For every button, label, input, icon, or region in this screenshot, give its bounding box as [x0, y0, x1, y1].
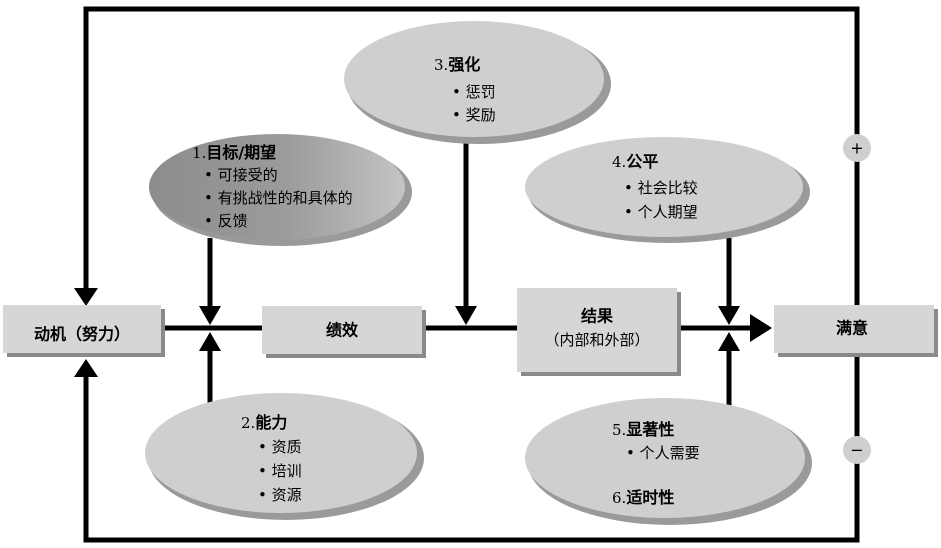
box-outcome-title: 结果: [580, 307, 613, 326]
box-performance-label: 绩效: [326, 321, 358, 340]
vertical-connectors: [199, 140, 740, 412]
flow-arrowhead-satisfaction: [750, 314, 772, 342]
box-satisfaction: 满意: [774, 305, 938, 357]
connector-equity-arrowhead: [718, 306, 740, 325]
ellipse-reinforcement-item: • 奖励: [452, 106, 496, 124]
box-performance: 绩效: [262, 306, 426, 358]
ellipse-goals-title: 1.目标/期望: [192, 143, 276, 162]
connector-ability-arrowhead: [199, 332, 221, 351]
ellipse-goals-title-text: 目标/期望: [206, 143, 276, 162]
main-flow: [165, 314, 772, 342]
ellipse-ability-title: 2.能力: [241, 413, 287, 432]
ellipse-salience-title-text: 显著性: [626, 420, 674, 439]
box-motivation: 动机（努力）: [3, 305, 165, 357]
ellipse-reinforcement-title: 3.强化: [434, 55, 480, 74]
ellipse-equity-number: 4.: [612, 153, 626, 171]
plus-sign-badge: +: [843, 134, 871, 162]
ellipse-ability-number: 2.: [241, 414, 255, 432]
ellipse-reinforcement-number: 3.: [434, 56, 448, 74]
ellipse-salience-number: 5.: [612, 421, 626, 439]
ellipse-equity-title: 4.公平: [612, 152, 658, 171]
feedback-top-arrowhead: [74, 288, 98, 306]
ellipse-equity-item: • 个人期望: [624, 203, 698, 221]
ellipse-ability-item: • 资源: [258, 486, 302, 504]
ellipse-goals-item: • 可接受的: [204, 166, 278, 184]
ellipse-goals-number: 1.: [192, 144, 206, 162]
ellipse-salience-item: • 个人需要: [626, 444, 700, 462]
ellipse-reinforcement-item: • 惩罚: [452, 83, 496, 101]
box-outcome: 结果 （内部和外部）: [517, 288, 681, 376]
connector-salience-arrowhead: [718, 332, 740, 351]
ellipse-equity-title-text: 公平: [626, 152, 658, 171]
minus-icon: −: [850, 441, 863, 460]
ellipse-goals-item: • 反馈: [204, 212, 248, 230]
box-outcome-subtitle: （内部和外部）: [544, 331, 649, 349]
ellipse-salience: 5.显著性 • 个人需要 6.适时性: [525, 398, 812, 525]
ellipse-salience-title: 5.显著性: [612, 420, 674, 439]
box-motivation-label: 动机（努力）: [34, 325, 130, 344]
box-satisfaction-label: 满意: [836, 319, 868, 338]
ellipse-ability-item: • 培训: [258, 462, 302, 480]
ellipse-ability: 2.能力 • 资质 • 培训 • 资源: [145, 393, 424, 520]
ellipse-ability-title-text: 能力: [255, 413, 287, 432]
ellipse-goals: 1.目标/期望 • 可接受的 • 有挑战性的和具体的 • 反馈: [149, 134, 412, 246]
connector-reinforcement-arrowhead: [455, 306, 477, 325]
ellipse-equity: 4.公平 • 社会比较 • 个人期望: [525, 137, 810, 243]
feedback-bottom-arrowhead: [74, 359, 98, 377]
ellipse-timeliness-title-text: 适时性: [626, 488, 674, 507]
ellipse-goals-item: • 有挑战性的和具体的: [204, 189, 353, 207]
ellipse-ability-item: • 资质: [258, 438, 302, 456]
ellipse-reinforcement-title-text: 强化: [448, 55, 480, 74]
ellipse-timeliness-title: 6.适时性: [612, 488, 674, 507]
connector-goals-arrowhead: [199, 306, 221, 325]
ellipse-reinforcement: 3.强化 • 惩罚 • 奖励: [344, 21, 611, 144]
plus-icon: +: [850, 139, 863, 158]
ellipse-equity-item: • 社会比较: [624, 179, 698, 197]
ellipse-timeliness-number: 6.: [612, 489, 626, 507]
minus-sign-badge: −: [843, 436, 871, 464]
